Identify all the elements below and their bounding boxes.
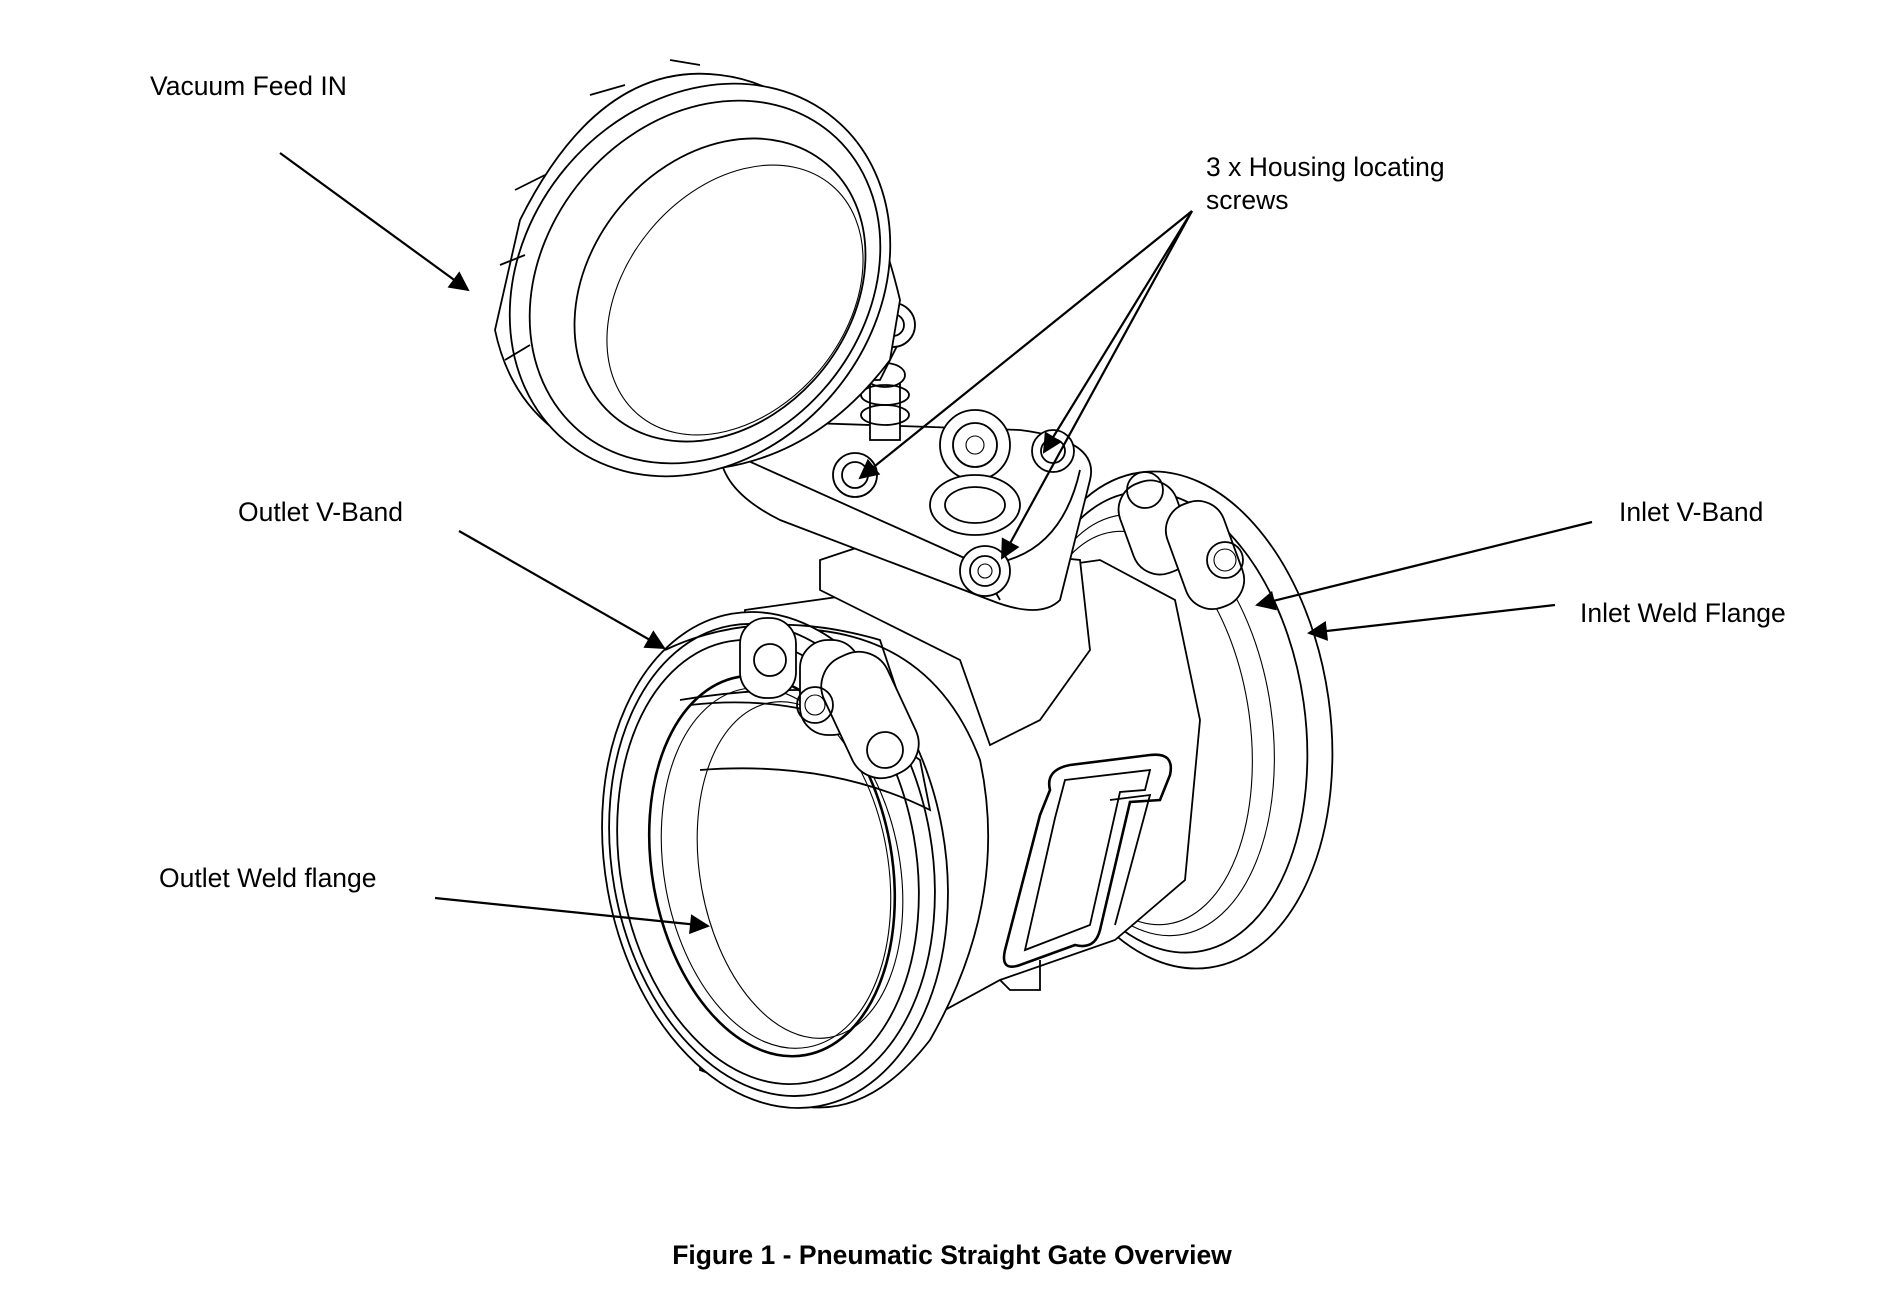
logo-emblem bbox=[1002, 753, 1173, 968]
vacuum-actuator-drawing bbox=[494, 59, 901, 478]
label-housing-screws-line2: screws bbox=[1206, 185, 1289, 215]
label-housing-screws-line1: 3 x Housing locating bbox=[1206, 152, 1445, 182]
housing-screw bbox=[959, 545, 1011, 597]
figure-caption: Figure 1 - Pneumatic Straight Gate Overv… bbox=[672, 1240, 1232, 1270]
label-outlet-vband: Outlet V-Band bbox=[238, 497, 403, 527]
label-vacuum-feed: Vacuum Feed IN bbox=[150, 71, 347, 101]
arrow-housing-screw-1 bbox=[858, 210, 1193, 480]
arrow-housing-screw-3 bbox=[1001, 210, 1193, 560]
arrow-outlet-weld-flange bbox=[434, 896, 710, 935]
callout-arrows bbox=[279, 152, 1593, 935]
arrow-vacuum-feed bbox=[279, 152, 470, 292]
housing-screw bbox=[832, 452, 878, 498]
arrow-housing-screw-2 bbox=[1042, 210, 1193, 454]
label-outlet-weld-flange: Outlet Weld flange bbox=[159, 863, 377, 893]
arrow-inlet-weld-flange bbox=[1307, 603, 1556, 641]
outlet-flange-drawing bbox=[601, 611, 990, 1109]
label-inlet-vband: Inlet V-Band bbox=[1619, 497, 1764, 527]
label-inlet-weld-flange: Inlet Weld Flange bbox=[1580, 598, 1786, 628]
arrow-inlet-vband bbox=[1255, 520, 1593, 611]
arrow-outlet-vband bbox=[458, 530, 666, 649]
